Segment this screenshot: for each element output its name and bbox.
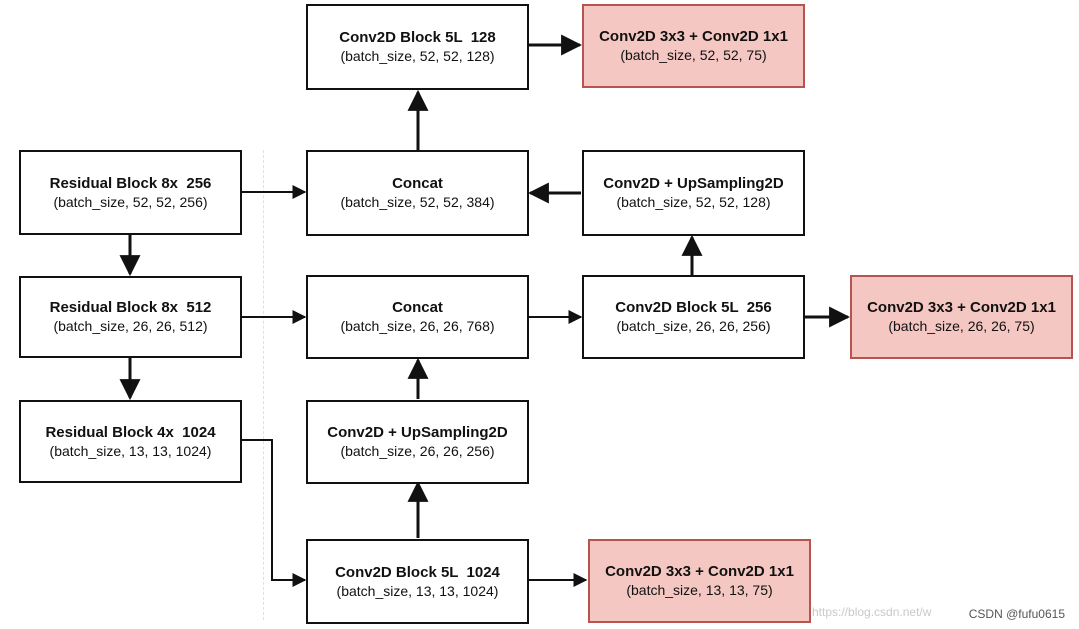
node-title: Conv2D Block 5L 128 [339, 29, 496, 46]
node-title: Concat [392, 299, 443, 316]
node-shape: (batch_size, 26, 26, 768) [340, 318, 495, 334]
faint-url-watermark: https://blog.csdn.net/w [812, 605, 932, 619]
node-conv2d-block-5l-128: Conv2D Block 5L 128 (batch_size, 52, 52,… [306, 4, 529, 90]
node-title: Conv2D + UpSampling2D [603, 175, 784, 192]
node-title: Conv2D 3x3 + Conv2D 1x1 [867, 299, 1056, 316]
node-conv2d-block-5l-256: Conv2D Block 5L 256 (batch_size, 26, 26,… [582, 275, 805, 359]
node-shape: (batch_size, 13, 13, 75) [626, 582, 773, 598]
node-shape: (batch_size, 52, 52, 256) [53, 193, 208, 210]
node-upsampling-26: Conv2D + UpSampling2D (batch_size, 26, 2… [306, 400, 529, 484]
edge-res1024-to-c2d1024 [241, 439, 307, 587]
node-shape: (batch_size, 26, 26, 75) [888, 318, 1035, 334]
node-output-26: Conv2D 3x3 + Conv2D 1x1 (batch_size, 26,… [850, 275, 1073, 359]
node-title: Residual Block 4x 1024 [45, 423, 216, 441]
node-title: Conv2D Block 5L 1024 [335, 563, 500, 581]
node-title: Conv2D 3x3 + Conv2D 1x1 [599, 28, 788, 45]
node-shape: (batch_size, 26, 26, 256) [340, 443, 495, 459]
node-conv2d-block-5l-1024: Conv2D Block 5L 1024 (batch_size, 13, 13… [306, 539, 529, 624]
node-shape: (batch_size, 26, 26, 256) [616, 318, 771, 334]
guide-line [263, 150, 264, 620]
node-concat-52: Concat (batch_size, 52, 52, 384) [306, 150, 529, 236]
node-concat-26: Concat (batch_size, 26, 26, 768) [306, 275, 529, 359]
node-title: Conv2D + UpSampling2D [327, 424, 508, 441]
node-shape: (batch_size, 52, 52, 128) [616, 194, 771, 210]
node-shape: (batch_size, 13, 13, 1024) [49, 442, 212, 459]
node-upsampling-52: Conv2D + UpSampling2D (batch_size, 52, 5… [582, 150, 805, 236]
node-output-52: Conv2D 3x3 + Conv2D 1x1 (batch_size, 52,… [582, 4, 805, 88]
node-residual-block-4x-1024: Residual Block 4x 1024 (batch_size, 13, … [19, 400, 242, 483]
node-shape: (batch_size, 26, 26, 512) [53, 318, 208, 334]
node-title: Concat [392, 175, 443, 192]
node-title: Residual Block 8x 256 [49, 174, 212, 192]
node-title: Conv2D Block 5L 256 [615, 299, 772, 316]
node-title: Residual Block 8x 512 [49, 299, 212, 316]
node-shape: (batch_size, 13, 13, 1024) [336, 582, 499, 599]
node-shape: (batch_size, 52, 52, 384) [340, 194, 495, 210]
csdn-watermark: CSDN @fufu0615 [968, 607, 1065, 621]
node-shape: (batch_size, 52, 52, 75) [620, 47, 767, 63]
node-output-13: Conv2D 3x3 + Conv2D 1x1 (batch_size, 13,… [588, 539, 811, 623]
node-residual-block-8x-512: Residual Block 8x 512 (batch_size, 26, 2… [19, 276, 242, 358]
node-shape: (batch_size, 52, 52, 128) [340, 48, 495, 64]
node-title: Conv2D 3x3 + Conv2D 1x1 [605, 563, 794, 580]
node-residual-block-8x-256: Residual Block 8x 256 (batch_size, 52, 5… [19, 150, 242, 235]
